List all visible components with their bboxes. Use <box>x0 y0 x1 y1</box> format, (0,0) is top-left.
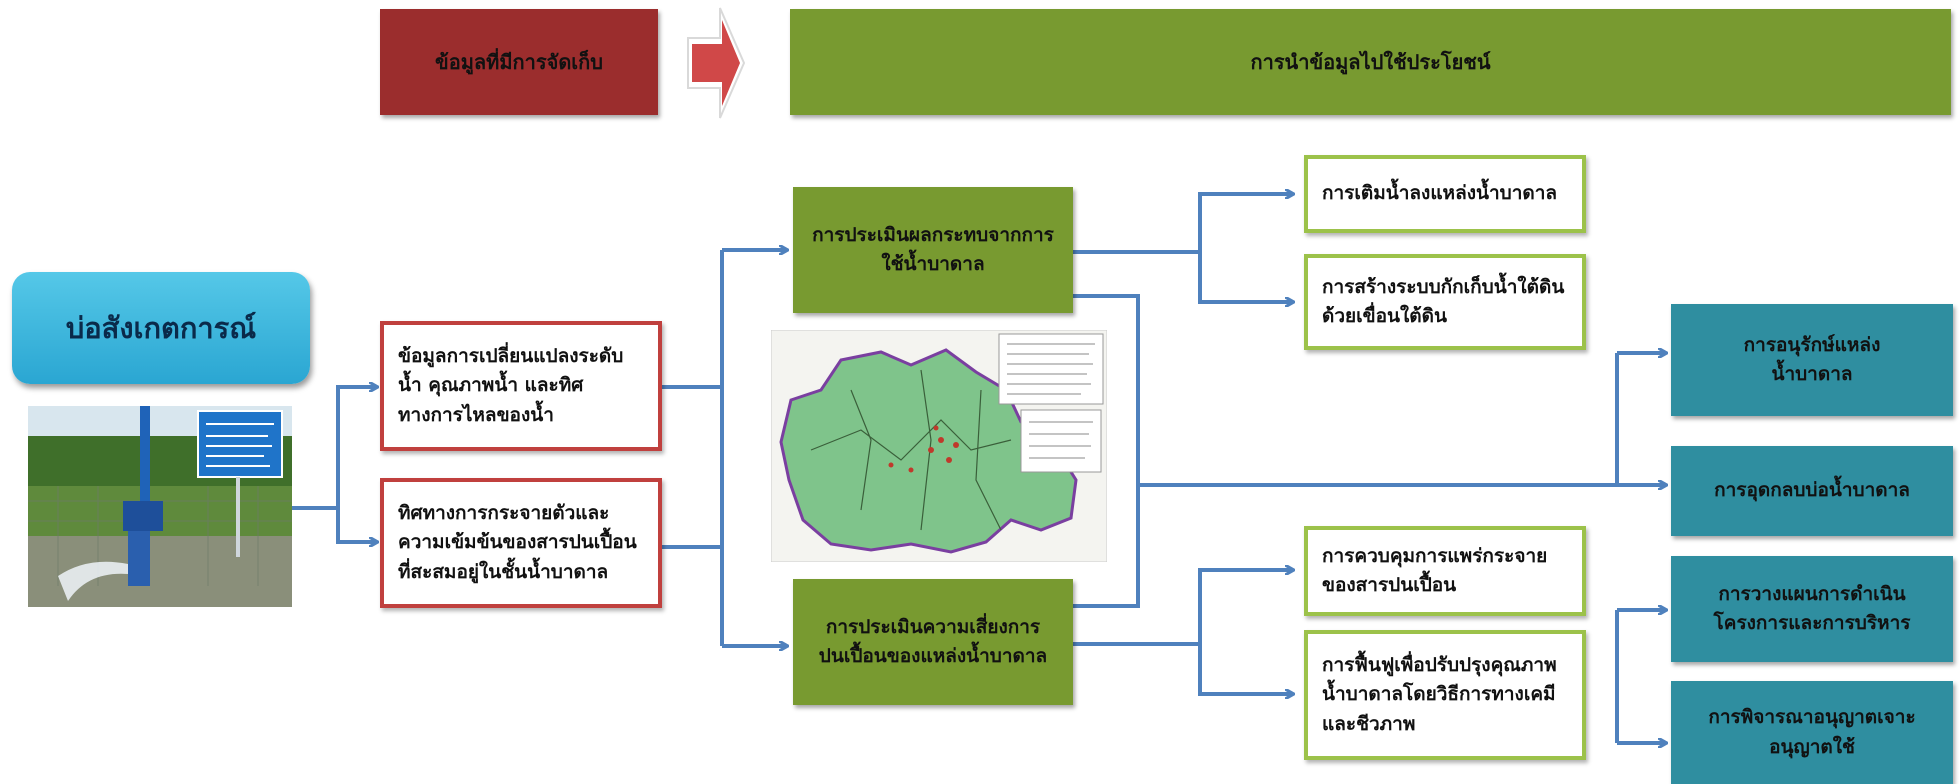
management-permit-review-label: การพิจารณาอนุญาตเจาะ อนุญาตใช้ <box>1708 706 1916 758</box>
input-data-contaminant-label: ทิศทางการกระจายตัวและ ความเข้มข้นของสารป… <box>398 501 637 583</box>
management-project-planning: การวางแผนการดำเนิน โครงการและการบริหาร <box>1671 556 1953 662</box>
outcome-groundwater-recharge-label: การเติมน้ำลงแหล่งน้ำบาดาล <box>1322 182 1558 205</box>
data-usage-header-label: การนำข้อมูลไปใช้ประโยชน์ <box>1250 49 1491 74</box>
management-project-planning-label: การวางแผนการดำเนิน โครงการและการบริหาร <box>1713 582 1911 634</box>
input-data-water-level: ข้อมูลการเปลี่ยนแปลงระดับ น้ำ คุณภาพน้ำ … <box>380 321 662 451</box>
outcome-groundwater-recharge: การเติมน้ำลงแหล่งน้ำบาดาล <box>1304 155 1586 233</box>
collected-data-header-label: ข้อมูลที่มีการจัดเก็บ <box>435 49 603 74</box>
impact-assessment-box: การประเมินผลกระทบจากการ ใช้น้ำบาดาล <box>793 187 1073 313</box>
management-well-plugging-label: การอุดกลบบ่อน้ำบาดาล <box>1714 479 1910 502</box>
management-well-plugging: การอุดกลบบ่อน้ำบาดาล <box>1671 446 1953 536</box>
flow-arrow-icon <box>687 7 746 119</box>
outcome-underground-dam-label: การสร้างระบบกักเก็บน้ำใต้ดิน ด้วยเขื่อนใ… <box>1322 275 1565 327</box>
impact-assessment-label: การประเมินผลกระทบจากการ ใช้น้ำบาดาล <box>812 223 1054 275</box>
observation-well-title: บ่อสังเกตการณ์ <box>12 272 310 384</box>
management-conservation: การอนุรักษ์แหล่ง น้ำบาดาล <box>1671 304 1953 416</box>
collected-data-header: ข้อมูลที่มีการจัดเก็บ <box>380 9 658 115</box>
observation-well-title-label: บ่อสังเกตการณ์ <box>65 310 257 345</box>
management-permit-review: การพิจารณาอนุญาตเจาะ อนุญาตใช้ <box>1671 681 1953 784</box>
outcome-contamination-control-label: การควบคุมการแพร่กระจาย ของสารปนเปื้อน <box>1322 544 1548 596</box>
outcome-underground-dam: การสร้างระบบกักเก็บน้ำใต้ดิน ด้วยเขื่อนใ… <box>1304 254 1586 350</box>
input-data-contaminant: ทิศทางการกระจายตัวและ ความเข้มข้นของสารป… <box>380 478 662 608</box>
outcome-contamination-control: การควบคุมการแพร่กระจาย ของสารปนเปื้อน <box>1304 526 1586 616</box>
data-usage-header: การนำข้อมูลไปใช้ประโยชน์ <box>790 9 1951 115</box>
risk-assessment-label: การประเมินความเสี่ยงการ ปนเปื้อนของแหล่ง… <box>818 615 1048 667</box>
management-conservation-label: การอนุรักษ์แหล่ง น้ำบาดาล <box>1743 333 1881 385</box>
risk-assessment-box: การประเมินความเสี่ยงการ ปนเปื้อนของแหล่ง… <box>793 579 1073 705</box>
outcome-remediation-label: การฟื้นฟูเพื่อปรับปรุงคุณภาพ น้ำบาดาลโดย… <box>1322 653 1557 735</box>
groundwater-map-image <box>771 330 1107 562</box>
input-data-water-level-label: ข้อมูลการเปลี่ยนแปลงระดับ น้ำ คุณภาพน้ำ … <box>398 344 624 426</box>
outcome-remediation: การฟื้นฟูเพื่อปรับปรุงคุณภาพ น้ำบาดาลโดย… <box>1304 630 1586 760</box>
observation-well-photo <box>28 406 292 607</box>
